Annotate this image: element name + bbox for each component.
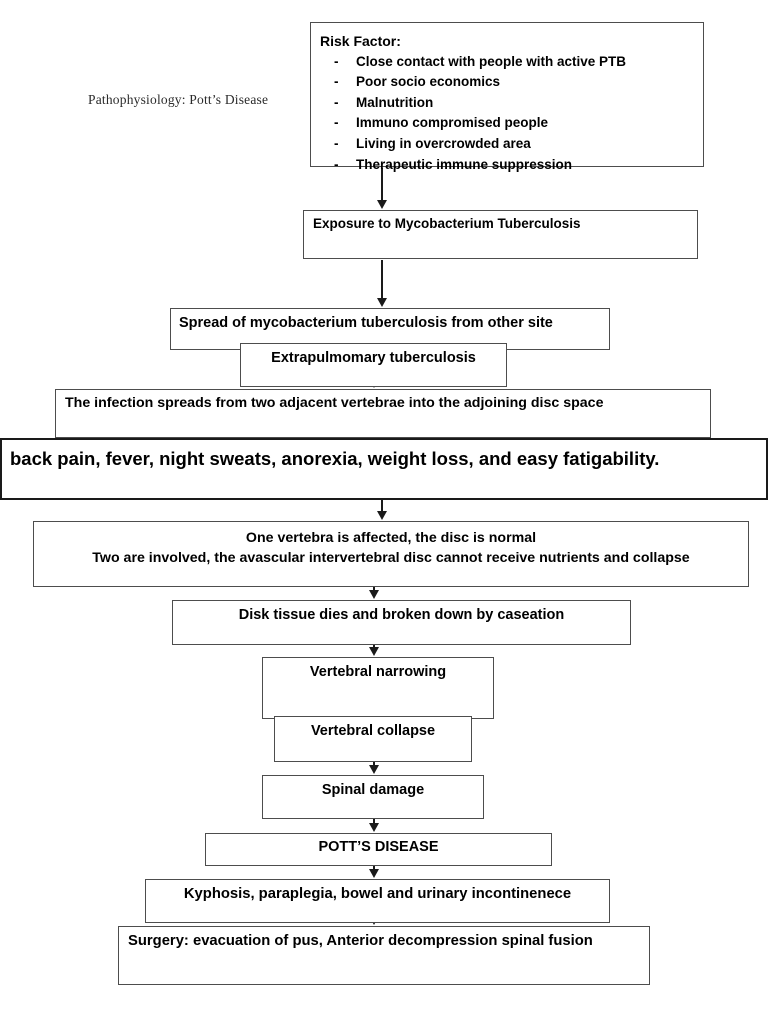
list-item-label: Poor socio economics [356,74,501,90]
bullet-dash: - [334,94,339,110]
list-item: - Poor socio economics [320,72,703,93]
bullet-dash: - [334,53,339,69]
list-item-label: Living in overcrowded area [356,135,531,151]
list-item-label: Immuno compromised people [356,115,549,131]
node-label: POTT’S DISEASE [318,839,439,855]
arrow-risk-factor-to-exposure [375,168,389,209]
arrow-head [369,765,379,774]
list-item: - Living in overcrowded area [320,134,703,155]
bullet-dash: - [334,74,339,90]
node-surgery: Surgery: evacuation of pus, Anterior dec… [118,926,650,985]
bullet-dash: - [334,156,339,172]
node-label: Vertebral narrowing [309,664,447,680]
node-risk-factor: Risk Factor: - Close contact with people … [310,22,704,172]
list-item: - Close contact with people with active P… [320,52,703,73]
node-infection-spreads: The infection spreads from two adjacent … [55,389,711,438]
list-item: - Malnutrition [320,93,703,114]
node-vertebra-involvement: One vertebra is affected, the disc is no… [33,521,749,587]
node-label-line-1: One vertebra is affected, the disc is no… [245,530,537,546]
node-label-line-2: Two are involved, the avascular interver… [92,550,690,566]
node-vertebral-narrowing: Vertebral narrowing [262,657,494,719]
page-title: Pathophysiology: Pott’s Disease [88,92,269,107]
node-symptoms: back pain, fever, night sweats, anorexia… [0,438,768,500]
node-label: Disk tissue dies and broken down by case… [238,607,565,623]
node-label: Exposure to Mycobacterium Tuberculosis [313,216,581,231]
list-item-label: Therapeutic immune suppression [356,156,573,172]
risk-factor-heading: Risk Factor: [320,33,401,49]
bullet-dash: - [334,115,339,131]
arrow-head [369,869,379,878]
node-exposure: Exposure to Mycobacterium Tuberculosis [303,210,698,259]
node-spinal-damage: Spinal damage [262,775,484,819]
arrow-head [369,823,379,832]
node-complications: Kyphosis, paraplegia, bowel and urinary … [145,879,610,923]
node-label: Spread of mycobacterium tuberculosis fro… [179,315,553,331]
list-item: - Therapeutic immune suppression [320,155,703,176]
node-label: Kyphosis, paraplegia, bowel and urinary … [183,886,572,902]
arrow-head [377,298,387,307]
bullet-dash: - [334,135,339,151]
node-label: Spinal damage [321,782,425,798]
risk-factor-list: - Close contact with people with active P… [320,52,703,176]
node-disk-tissue: Disk tissue dies and broken down by case… [172,600,631,645]
node-label: The infection spreads from two adjacent … [65,395,604,411]
arrow-head [377,200,387,209]
list-item-label: Close contact with people with active PT… [356,53,627,69]
node-label: back pain, fever, night sweats, anorexia… [10,448,660,469]
node-potts-disease: POTT’S DISEASE [205,833,552,866]
list-item: - Immuno compromised people [320,113,703,134]
arrow-shaft [381,260,383,298]
arrow-exposure-to-spread [375,260,389,307]
node-label: Vertebral collapse [310,723,436,739]
arrow-head [377,511,387,520]
node-vertebral-collapse: Vertebral collapse [274,716,472,762]
node-label: Extrapulmomary tuberculosis [271,350,476,366]
node-label: Surgery: evacuation of pus, Anterior dec… [128,933,593,949]
arrow-shaft [381,168,383,200]
node-extrapulmonary: Extrapulmomary tuberculosis [240,343,507,387]
list-item-label: Malnutrition [356,94,434,110]
arrow-head [369,590,379,599]
arrow-head [369,647,379,656]
